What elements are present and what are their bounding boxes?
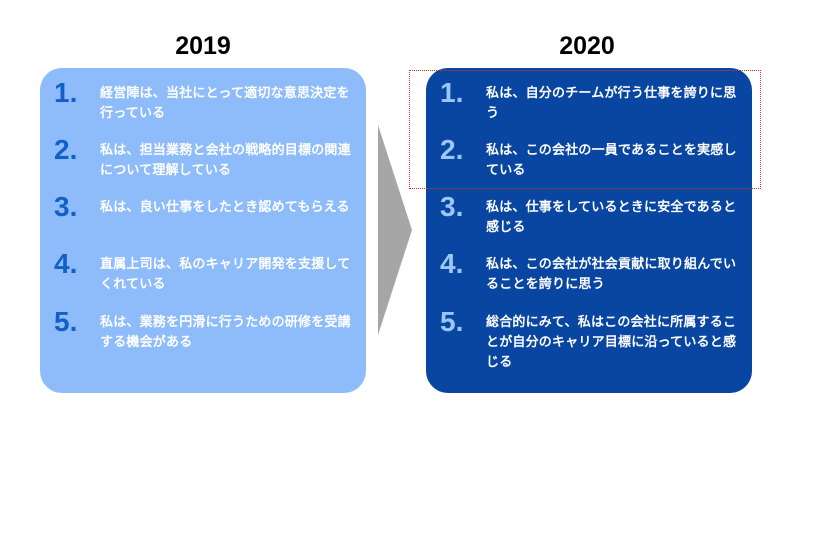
item-text: 私は、自分のチームが行う仕事を誇りに思う: [486, 86, 737, 121]
item-text: 私は、この会社が社会貢献に取り組んでいることを誇りに思う: [486, 257, 737, 292]
arrow-shape: [378, 125, 412, 335]
list-item: 5. 総合的にみて、私はこの会社に所属することが自分のキャリア目標に沿っていると…: [440, 307, 742, 373]
list-item: 2. 私は、この会社の一員であることを実感している: [440, 135, 742, 181]
year-label-2019: 2019: [175, 32, 231, 60]
item-text: 経営陣は、当社にとって適切な意思決定を行っている: [100, 86, 350, 121]
panel-2019: 1. 経営陣は、当社にとって適切な意思決定を行っている 2. 私は、担当業務と会…: [40, 68, 366, 393]
item-number: 5.: [440, 306, 464, 337]
item-number: 2.: [54, 134, 78, 165]
panel-2020: 1. 私は、自分のチームが行う仕事を誇りに思う 2. 私は、この会社の一員である…: [426, 68, 752, 393]
list-item: 3. 私は、良い仕事をしたとき認めてもらえる: [54, 192, 356, 222]
item-text: 私は、業務を円滑に行うための研修を受講する機会がある: [100, 315, 351, 350]
item-text: 私は、この会社の一員であることを実感している: [486, 143, 737, 178]
list-item: 4. 直属上司は、私のキャリア開発を支援してくれている: [54, 249, 356, 295]
list-item: 2. 私は、担当業務と会社の戦略的目標の関連について理解している: [54, 135, 356, 181]
chevron-right-arrow-icon: [378, 125, 412, 335]
item-number: 4.: [440, 248, 464, 279]
list-item: 1. 経営陣は、当社にとって適切な意思決定を行っている: [54, 78, 356, 124]
list-item: 4. 私は、この会社が社会貢献に取り組んでいることを誇りに思う: [440, 249, 742, 295]
item-text: 私は、担当業務と会社の戦略的目標の関連について理解している: [100, 143, 351, 178]
item-number: 5.: [54, 306, 78, 337]
item-text: 総合的にみて、私はこの会社に所属することが自分のキャリア目標に沿っていると感じる: [486, 315, 737, 370]
highlight-box: [409, 70, 761, 189]
item-number: 4.: [54, 248, 78, 279]
item-text: 直属上司は、私のキャリア開発を支援してくれている: [100, 257, 351, 292]
year-label-2020: 2020: [559, 32, 615, 60]
item-number: 1.: [440, 77, 464, 108]
list-item: 3. 私は、仕事をしているときに安全であると感じる: [440, 192, 742, 238]
item-text: 私は、仕事をしているときに安全であると感じる: [486, 200, 737, 235]
item-number: 3.: [54, 191, 78, 222]
item-number: 2.: [440, 134, 464, 165]
item-number: 3.: [440, 191, 464, 222]
list-item: 1. 私は、自分のチームが行う仕事を誇りに思う: [440, 78, 742, 124]
item-text: 私は、良い仕事をしたとき認めてもらえる: [100, 200, 350, 215]
list-item: 5. 私は、業務を円滑に行うための研修を受講する機会がある: [54, 307, 356, 353]
item-number: 1.: [54, 77, 78, 108]
